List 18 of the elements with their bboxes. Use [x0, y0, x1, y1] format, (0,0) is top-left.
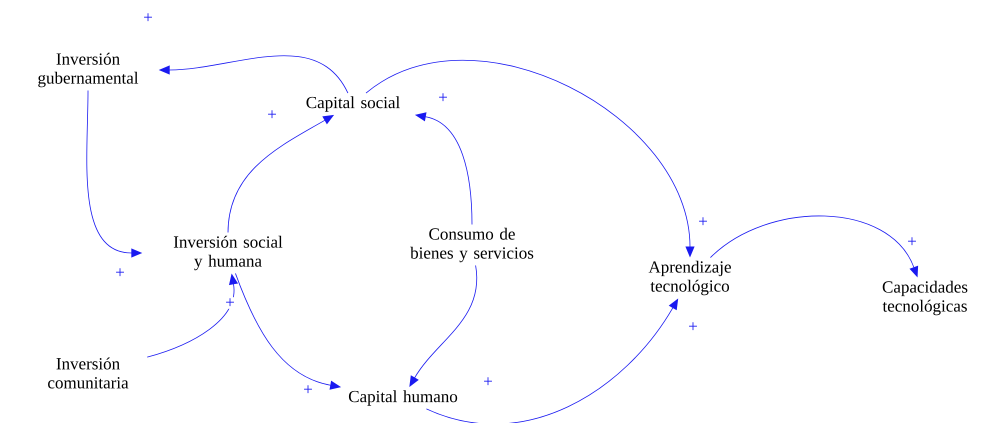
variable-label: Inversión comunitaria — [48, 358, 128, 388]
polarity-sign: + — [266, 109, 278, 121]
polarity-sign: + — [224, 297, 236, 309]
polarity-sign: + — [437, 92, 449, 104]
polarity-sign: + — [302, 384, 314, 396]
polarity-sign: + — [142, 12, 154, 24]
variable-label: Capital humano — [348, 390, 458, 406]
polarity-sign: + — [482, 376, 494, 388]
variable-label: Capacidades tecnológicas — [882, 280, 968, 316]
polarity-sign: + — [687, 321, 699, 333]
polarity-sign: + — [697, 216, 709, 228]
variable-label: Aprendizaje tecnológico — [648, 260, 731, 296]
variable-label: Consumo de bienes y servicios — [410, 228, 534, 262]
variable-label: Capital social — [306, 96, 400, 112]
variable-label: Inversión social y humana — [174, 236, 282, 270]
polarity-sign: + — [114, 267, 126, 279]
polarity-sign: + — [906, 236, 918, 248]
variable-label: Inversión gubernamental — [38, 52, 138, 88]
